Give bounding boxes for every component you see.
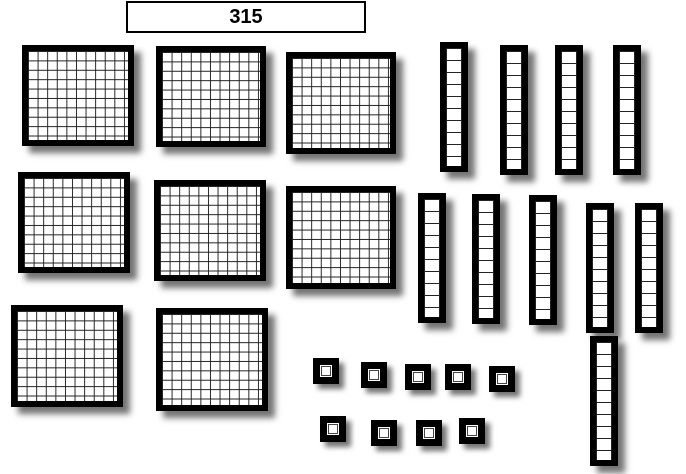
ten-rod: [500, 45, 528, 175]
ten-rod: [590, 336, 618, 466]
hundred-flat: [154, 180, 266, 281]
ten-rod: [586, 203, 614, 333]
number-title: 315: [229, 6, 262, 29]
hundred-flat: [156, 308, 268, 411]
ten-rod: [418, 193, 446, 323]
ten-rod: [472, 194, 500, 324]
one-unit: [445, 364, 471, 390]
one-unit: [320, 416, 346, 442]
hundred-flat: [286, 186, 396, 289]
ten-rod: [555, 45, 583, 175]
hundred-flat: [156, 46, 266, 147]
hundred-flat: [11, 305, 123, 407]
hundred-flat: [18, 172, 130, 273]
one-unit: [416, 420, 442, 446]
one-unit: [459, 418, 485, 444]
one-unit: [313, 358, 339, 384]
one-unit: [371, 420, 397, 446]
ten-rod: [635, 203, 663, 333]
one-unit: [405, 364, 431, 390]
one-unit: [361, 362, 387, 388]
hundred-flat: [286, 52, 396, 154]
ten-rod: [440, 42, 468, 172]
number-title-box: 315: [126, 1, 366, 33]
ten-rod: [613, 45, 641, 175]
hundred-flat: [22, 45, 134, 146]
one-unit: [489, 366, 515, 392]
ten-rod: [529, 195, 557, 325]
